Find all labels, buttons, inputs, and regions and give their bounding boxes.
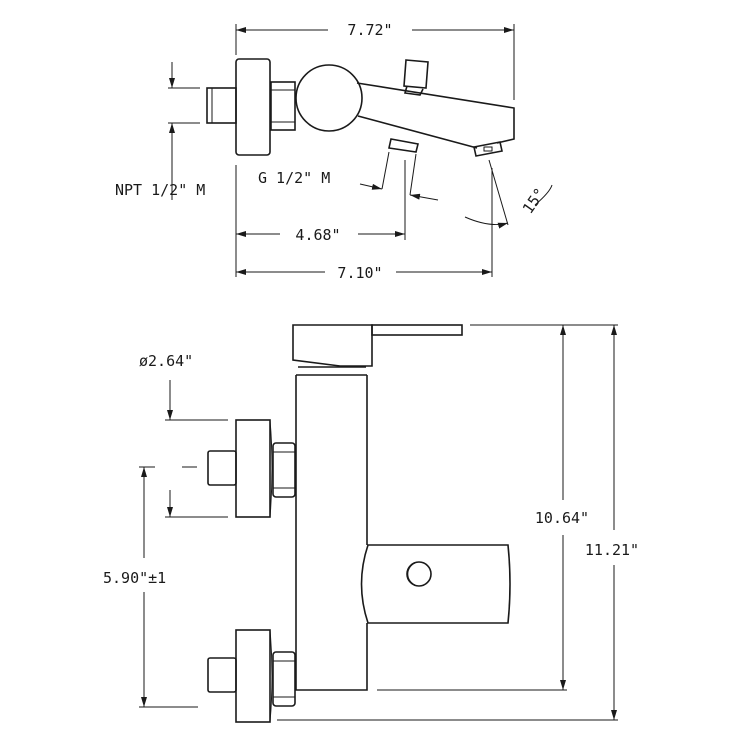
aerator [473, 141, 503, 157]
lower-eccentric [207, 629, 296, 723]
dim-overall-length: 7.72" [347, 21, 392, 39]
mixer-body [295, 375, 368, 691]
spout-top [356, 82, 515, 149]
dim-outlet-offset: 4.68" [295, 226, 340, 244]
top-view: 7.72" NPT 1/2" M G 1/2" M 4.68" 7.10" 15… [115, 21, 553, 282]
front-view: 10.64" 11.21" ø2.64" 5.90"±1 [103, 324, 639, 723]
handle-base [292, 324, 373, 367]
upper-eccentric [207, 419, 296, 518]
outlet-connector [388, 138, 419, 153]
outlet-thread-label: G 1/2" M [258, 169, 330, 187]
dim-flange-diameter: ø2.64" [139, 352, 193, 370]
dim-overall-height: 11.21" [585, 541, 639, 559]
lever-handle [371, 324, 463, 336]
spout-front [360, 544, 511, 624]
upper-flange [235, 419, 271, 518]
dim-body-height: 10.64" [535, 509, 589, 527]
spout-angle-label: 15° [519, 185, 549, 218]
wall-flange [235, 58, 271, 156]
diverter-button [406, 561, 432, 587]
lower-flange [235, 629, 271, 723]
mixer-body-sphere [295, 64, 363, 132]
dim-spout-reach: 7.10" [337, 264, 382, 282]
dim-inlet-spacing: 5.90"±1 [103, 569, 166, 587]
hex-nut [270, 81, 296, 131]
inlet-nipple [206, 87, 237, 124]
inlet-thread-label: NPT 1/2" M [115, 181, 205, 199]
diverter-knob [403, 59, 429, 89]
